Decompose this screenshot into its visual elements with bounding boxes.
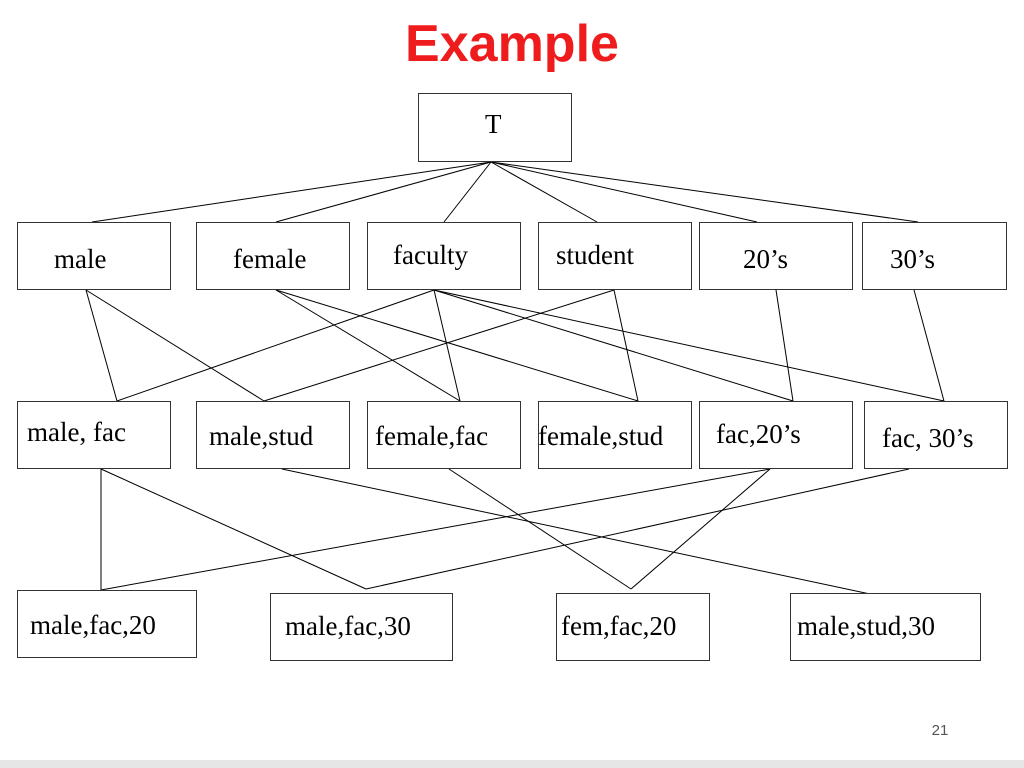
node-student: student	[538, 222, 692, 290]
edge-female_fac-to-fem_fac_20	[448, 468, 632, 590]
node-label: male,fac,30	[285, 611, 411, 641]
node-top: T	[418, 93, 572, 162]
edge-student-to-male_stud	[263, 289, 615, 402]
node-label: male,stud	[209, 421, 314, 451]
node-label: female,stud	[538, 421, 664, 451]
node-label: male,stud,30	[797, 611, 935, 641]
node-label: T	[485, 109, 502, 139]
edge-top-to-age30s	[490, 161, 919, 223]
node-label: male	[54, 244, 107, 274]
node-label: male,fac,20	[30, 610, 156, 640]
edge-faculty-to-male_fac	[116, 289, 435, 402]
edge-age20s-to-fac_20s	[775, 289, 794, 402]
edge-faculty-to-fac_20s	[433, 289, 794, 402]
edge-top-to-faculty	[443, 161, 492, 223]
edge-female-to-female_stud	[275, 289, 639, 402]
node-label: fem,fac,20	[561, 611, 677, 641]
node-fac-30s: fac, 30’s	[864, 401, 1008, 469]
node-label: female,fac	[375, 421, 489, 451]
edge-fac_20s-to-male_fac_20	[100, 468, 771, 591]
node-fac-20s: fac,20’s	[699, 401, 853, 469]
node-label: female	[233, 244, 307, 274]
node-fem-fac-20: fem,fac,20	[556, 593, 710, 661]
edge-top-to-age20s	[490, 161, 758, 223]
node-20s: 20’s	[699, 222, 853, 290]
edge-male-to-male_fac	[85, 289, 118, 402]
edge-female-to-female_fac	[275, 289, 461, 402]
node-male-stud: male,stud	[196, 401, 350, 469]
footer-rule	[0, 760, 1024, 768]
node-label: 20’s	[743, 244, 789, 274]
node-label: student	[556, 240, 634, 270]
edge-male_fac-to-male_fac_30	[100, 468, 367, 590]
slide-title: Example	[405, 15, 619, 73]
node-male-fac: male, fac	[17, 401, 171, 469]
node-female-stud: female,stud	[538, 401, 692, 469]
node-label: fac, 30’s	[882, 423, 974, 453]
edge-faculty-to-fac_30s	[433, 289, 945, 402]
node-faculty: faculty	[367, 222, 521, 290]
edge-fac_20s-to-fem_fac_20	[630, 468, 771, 590]
node-female-fac: female,fac	[367, 401, 521, 469]
node-male-fac-20: male,fac,20	[17, 590, 197, 658]
node-label: 30’s	[890, 244, 936, 274]
node-male-fac-30: male,fac,30	[270, 593, 453, 661]
edge-faculty-to-female_fac	[433, 289, 461, 402]
node-label: male, fac	[27, 417, 126, 447]
node-label: fac,20’s	[716, 419, 801, 449]
node-male: male	[17, 222, 171, 290]
edge-student-to-female_stud	[613, 289, 639, 402]
edge-age30s-to-fac_30s	[913, 289, 945, 402]
page-number: 21	[931, 722, 949, 739]
edge-fac_30s-to-male_fac_30	[365, 468, 910, 590]
node-label: faculty	[393, 240, 468, 270]
edge-top-to-female	[275, 161, 492, 223]
edge-top-to-male	[91, 161, 492, 223]
node-male-stud-30: male,stud,30	[790, 593, 981, 661]
edge-male_stud-to-male_stud_30	[281, 468, 871, 595]
node-female: female	[196, 222, 350, 290]
edge-top-to-student	[490, 161, 598, 223]
node-30s: 30’s	[862, 222, 1007, 290]
edge-male-to-male_stud	[85, 289, 265, 402]
